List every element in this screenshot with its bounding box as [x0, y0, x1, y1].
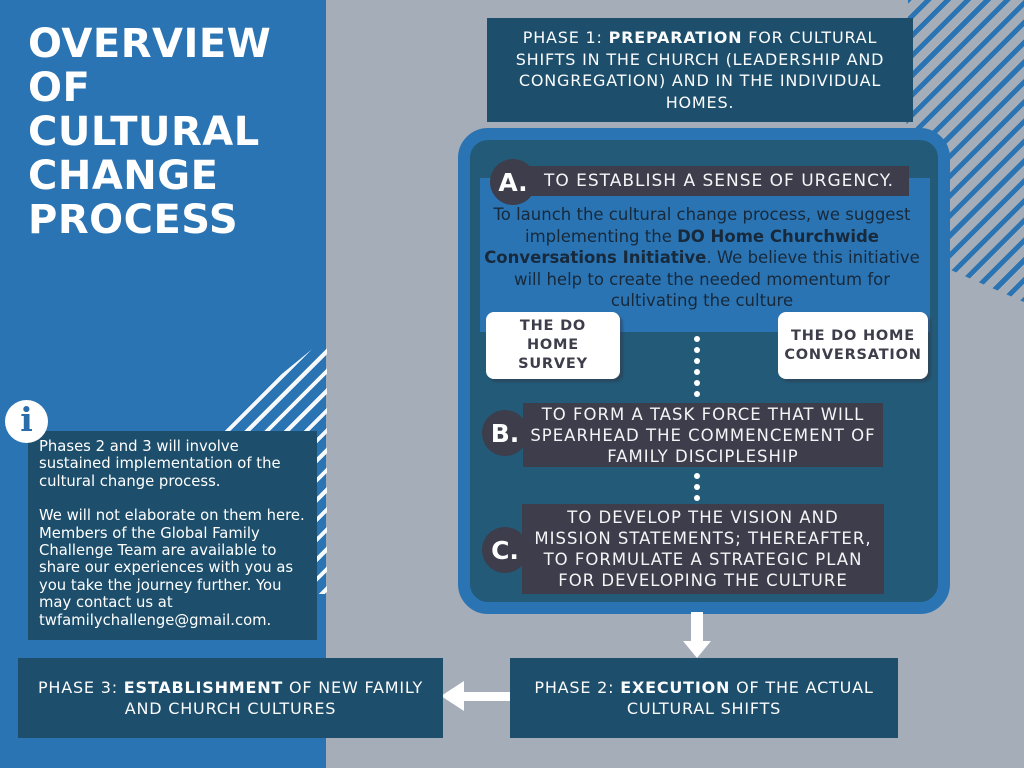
title-line: CULTURAL — [28, 109, 260, 155]
step-c-badge-label: C. — [491, 535, 519, 565]
phase-1-prefix: PHASE 1: — [522, 28, 609, 47]
phase-2-suffix: OF THE ACTUAL CULTURAL SHIFTS — [626, 677, 874, 719]
step-a-heading: TO ESTABLISH A SENSE OF URGENCY. — [543, 171, 895, 191]
left-arrow-head-icon — [441, 681, 464, 711]
info-paragraph-1: Phases 2 and 3 will involve sustained im… — [39, 438, 281, 490]
phase-1-emphasis: PREPARATION — [608, 28, 743, 47]
title-line: OF — [28, 65, 91, 111]
phase-3-prefix: PHASE 3: — [37, 677, 124, 697]
do-home-conversation-card: THE DO HOME CONVERSATION — [778, 312, 928, 379]
step-c-text: TO DEVELOP THE VISION AND MISSION STATEM… — [534, 508, 872, 590]
step-a-heading-bar: TO ESTABLISH A SENSE OF URGENCY. — [529, 166, 909, 196]
info-note-box: Phases 2 and 3 will involve sustained im… — [28, 431, 317, 640]
step-a-badge: A. — [490, 159, 536, 205]
step-c-badge: C. — [482, 527, 528, 573]
do-home-conversation-label: THE DO HOME CONVERSATION — [784, 327, 922, 363]
step-a-body-pre: To launch the cultural change process, w… — [493, 205, 911, 246]
phase-1-suffix: FOR CULTURAL SHIFTS IN THE CHURCH (LEADE… — [515, 28, 885, 112]
step-b-text: TO FORM A TASK FORCE THAT WILL SPEARHEAD… — [530, 404, 876, 466]
info-icon-glyph: i — [20, 400, 33, 439]
down-arrow — [691, 612, 703, 642]
page-title: OVERVIEW OF CULTURAL CHANGE PROCESS — [28, 22, 271, 242]
phase-2-emphasis: EXECUTION — [620, 677, 731, 697]
phase-2-text: PHASE 2: EXECUTION OF THE ACTUAL CULTURA… — [524, 677, 884, 720]
title-line: PROCESS — [28, 197, 239, 243]
phase-3-box: PHASE 3: ESTABLISHMENT OF NEW FAMILY AND… — [18, 658, 443, 738]
title-line: CHANGE — [28, 153, 219, 199]
phase-3-emphasis: ESTABLISHMENT — [123, 677, 284, 697]
info-paragraph-2: We will not elaborate on them here. Memb… — [39, 507, 305, 629]
phase-3-suffix: OF NEW FAMILY AND CHURCH CULTURES — [124, 677, 424, 719]
step-b-badge: B. — [482, 410, 528, 456]
step-b-bar: TO FORM A TASK FORCE THAT WILL SPEARHEAD… — [523, 403, 883, 467]
do-home-survey-label: THE DO HOME SURVEY — [518, 318, 588, 372]
phase-3-text: PHASE 3: ESTABLISHMENT OF NEW FAMILY AND… — [32, 677, 429, 720]
step-a-paragraph: To launch the cultural change process, w… — [478, 204, 926, 312]
left-arrow — [463, 692, 510, 701]
step-a-body-bold: DO Home Churchwide Conversations Initiat… — [484, 226, 880, 268]
step-b-badge-label: B. — [490, 418, 520, 448]
phase-1-box: PHASE 1: PREPARATION FOR CULTURAL SHIFTS… — [487, 18, 913, 122]
phase-2-box: PHASE 2: EXECUTION OF THE ACTUAL CULTURA… — [510, 658, 898, 738]
dotted-connector-1 — [694, 336, 700, 397]
dotted-connector-2 — [694, 473, 700, 501]
step-a-panel — [480, 178, 930, 332]
down-arrow-head-icon — [683, 641, 711, 658]
title-line: OVERVIEW — [28, 21, 272, 67]
do-home-survey-card: THE DO HOME SURVEY — [486, 312, 620, 379]
info-icon: i — [5, 400, 48, 443]
step-a-body-post: . We believe this initiative will help t… — [513, 248, 920, 310]
step-a-badge-label: A. — [498, 167, 528, 197]
step-c-bar: TO DEVELOP THE VISION AND MISSION STATEM… — [522, 504, 884, 594]
phase-2-prefix: PHASE 2: — [534, 677, 621, 697]
phase-1-text: PHASE 1: PREPARATION FOR CULTURAL SHIFTS… — [503, 27, 897, 113]
